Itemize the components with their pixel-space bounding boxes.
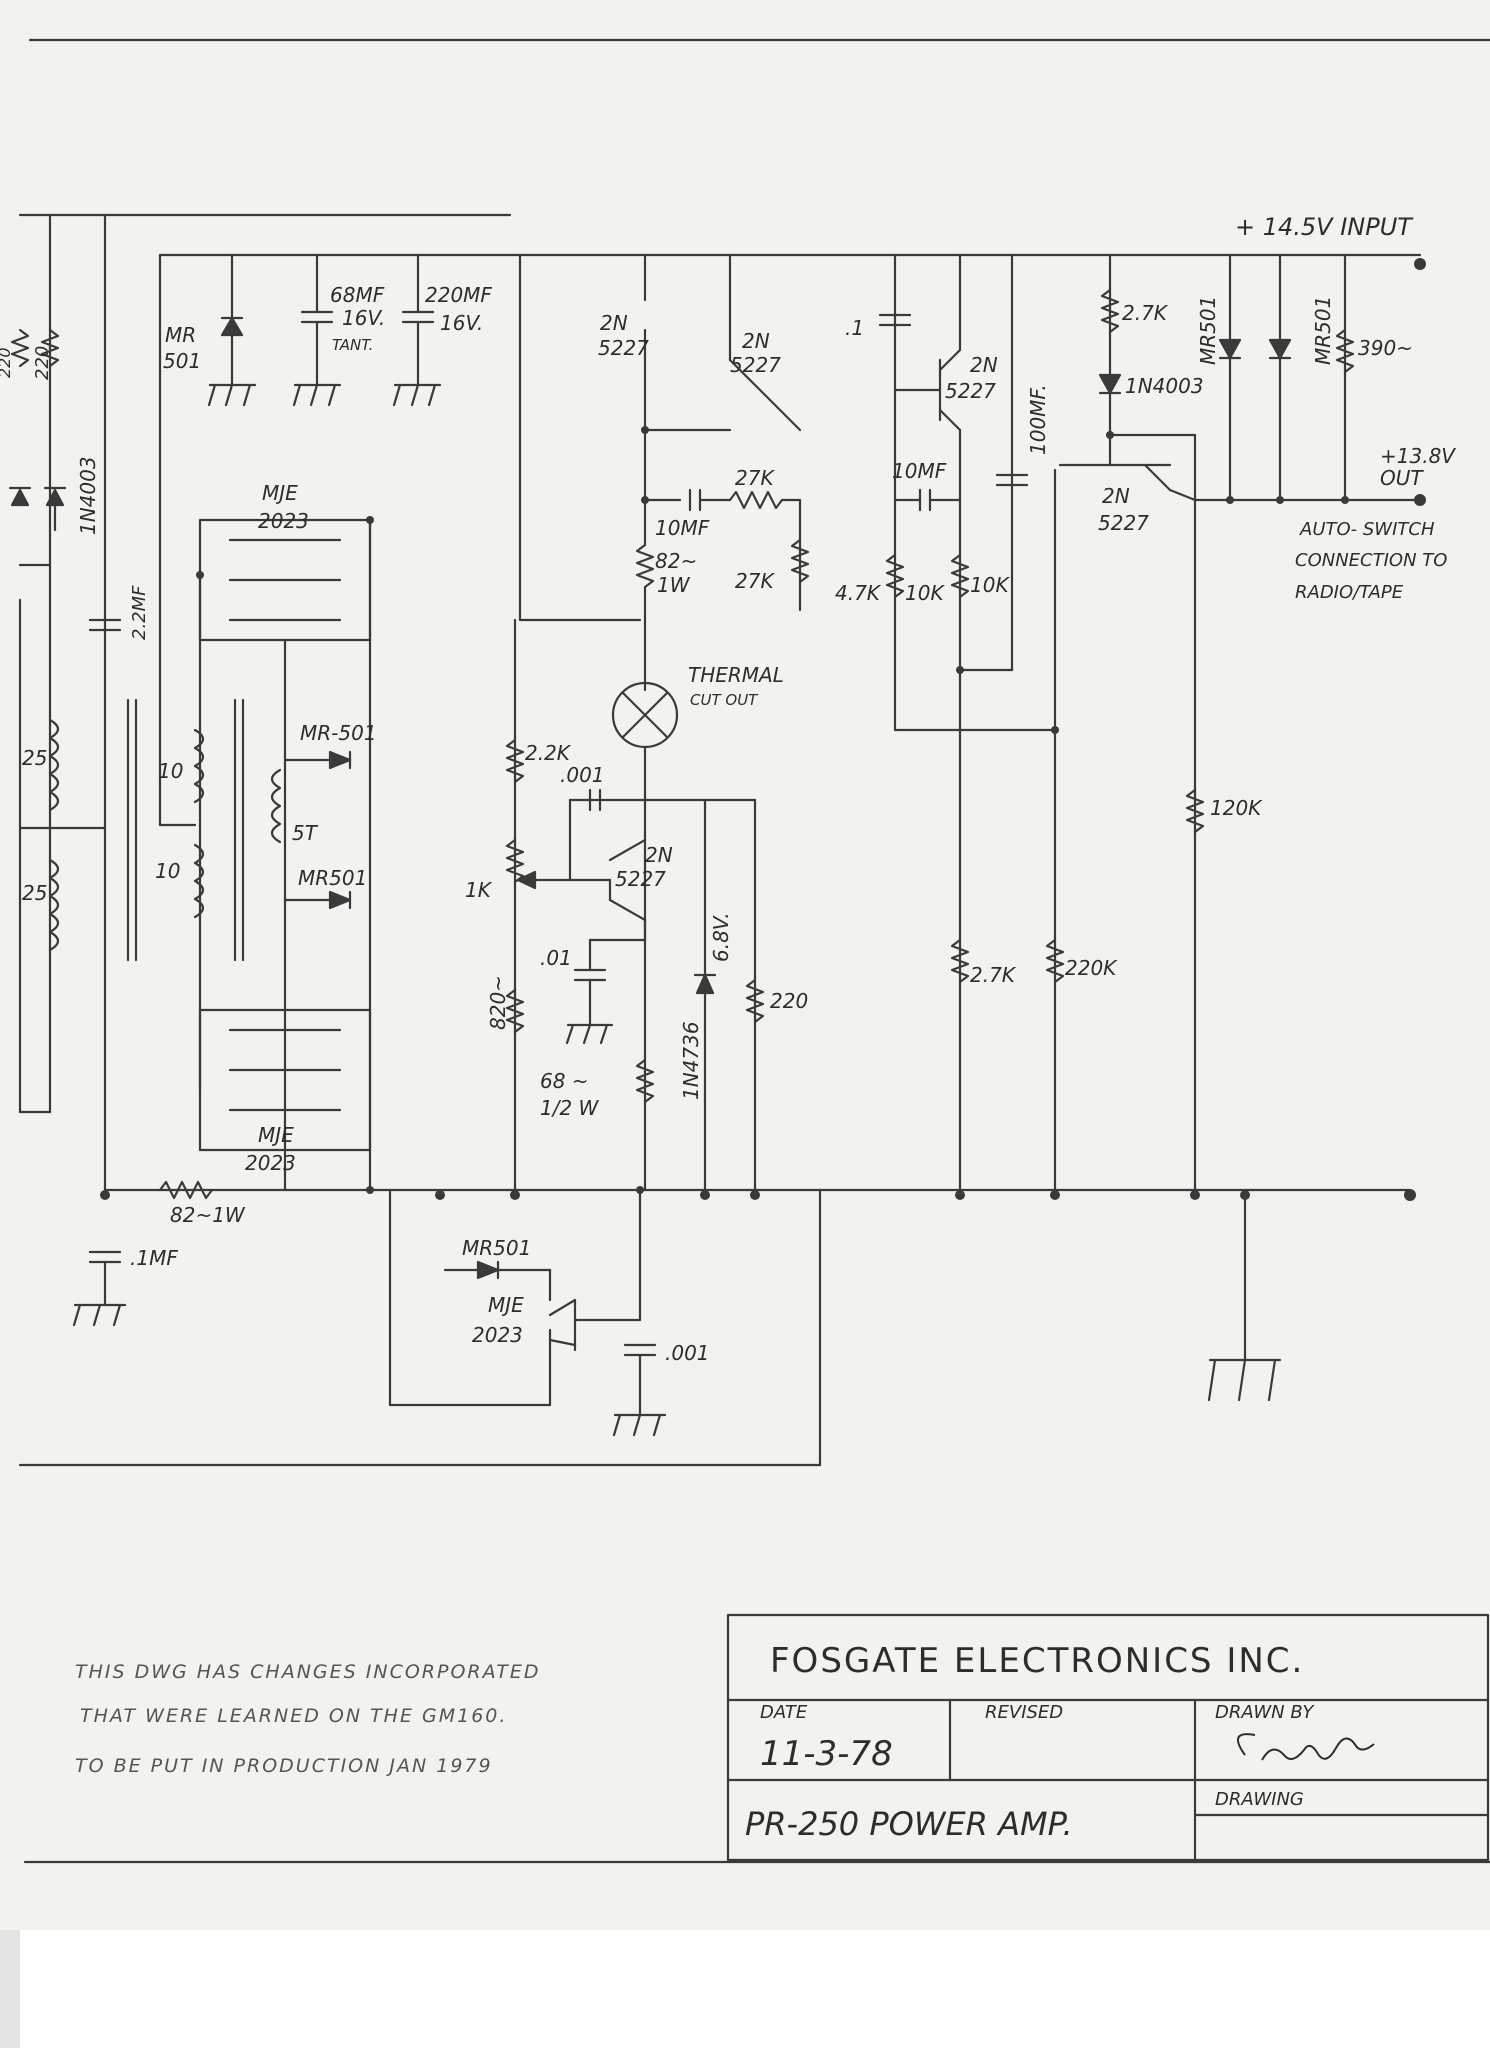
date-value: 11-3-78 bbox=[760, 1734, 893, 1774]
revised-label: REVISED bbox=[985, 1702, 1063, 1723]
label-c001-bot: .001 bbox=[665, 1341, 710, 1365]
label-mje-top-b: 2023 bbox=[258, 509, 309, 533]
label-z68v: 6.8V. bbox=[709, 912, 733, 962]
label-r82-a: 82~ bbox=[655, 549, 697, 573]
label-c001-top: .001 bbox=[560, 763, 605, 787]
label-mje-bot-a: MJE bbox=[258, 1123, 294, 1147]
label-mr501-r1: MR501 bbox=[1196, 296, 1220, 365]
label-q1-b: 5227 bbox=[598, 336, 649, 360]
label-q2-b: 5227 bbox=[730, 353, 781, 377]
output-out-label: OUT bbox=[1380, 466, 1424, 490]
label-coil10-a: 10 bbox=[158, 759, 183, 783]
date-label: DATE bbox=[760, 1702, 808, 1723]
label-thermal-a: THERMAL bbox=[688, 663, 784, 687]
note-line-3: TO BE PUT IN PRODUCTION JAN 1979 bbox=[75, 1755, 493, 1777]
label-c220-b: 16V. bbox=[440, 311, 483, 335]
label-r220-mid: 220 bbox=[770, 989, 808, 1013]
label-c220-a: 220MF bbox=[425, 283, 492, 307]
label-q5-b: 5227 bbox=[1098, 511, 1149, 535]
label-mr501-left-b: 501 bbox=[163, 349, 201, 373]
note-line-2: THAT WERE LEARNED ON THE GM160. bbox=[80, 1705, 507, 1727]
company-name: FOSGATE ELECTRONICS INC. bbox=[770, 1641, 1304, 1681]
label-coil25-a: 25 bbox=[22, 746, 47, 770]
label-c-point1: .1 bbox=[845, 316, 864, 340]
label-mje-top-a: MJE bbox=[262, 481, 298, 505]
label-r10k-b: 10K bbox=[970, 573, 1010, 597]
label-r68-b: 1/2 W bbox=[540, 1096, 600, 1120]
label-mje-bot-b: 2023 bbox=[245, 1151, 296, 1175]
label-q3-a: 2N bbox=[645, 843, 673, 867]
label-c68-a: 68MF bbox=[330, 283, 385, 307]
label-mr501-mid-a: MR-501 bbox=[300, 721, 377, 745]
label-mr501-left-a: MR bbox=[165, 323, 196, 347]
label-r27k-low: 2.7K bbox=[970, 963, 1017, 987]
label-c01: .01 bbox=[540, 946, 572, 970]
label-r120k: 120K bbox=[1210, 796, 1263, 820]
drawn-by-label: DRAWN BY bbox=[1215, 1702, 1315, 1723]
label-coil5t: 5T bbox=[292, 821, 319, 845]
label-q4-b: 5227 bbox=[945, 379, 996, 403]
drawn-by-signature bbox=[1236, 1733, 1375, 1761]
label-q4-a: 2N bbox=[970, 353, 998, 377]
label-q2-a: 2N bbox=[742, 329, 770, 353]
output-voltage-label: +13.8V bbox=[1380, 444, 1456, 468]
label-r220-left-b: 220 bbox=[32, 346, 53, 380]
note-line-1: THIS DWG HAS CHANGES INCORPORATED bbox=[75, 1661, 540, 1683]
label-c68-c: TANT. bbox=[332, 336, 373, 354]
label-r68-a: 68 ~ bbox=[540, 1069, 589, 1093]
label-r82-b: 1W bbox=[657, 573, 691, 597]
label-r47k: 4.7K bbox=[835, 581, 882, 605]
label-1n4003-left: 1N4003 bbox=[76, 456, 100, 535]
label-c10mf-b: 10MF bbox=[892, 459, 947, 483]
label-r22k: 2.2K bbox=[525, 741, 572, 765]
label-c01mf: .1MF bbox=[130, 1246, 178, 1270]
label-d1n4003-reg: 1N4003 bbox=[1125, 374, 1204, 398]
label-q5-a: 2N bbox=[1102, 484, 1130, 508]
auto-switch-label-1: AUTO- SWITCH bbox=[1299, 519, 1435, 540]
label-mr501-r2: MR501 bbox=[1311, 296, 1335, 365]
label-coil10-b: 10 bbox=[155, 859, 180, 883]
label-r27k-b: 27K bbox=[735, 569, 775, 593]
label-c22: 2.2MF bbox=[129, 585, 150, 640]
label-pot1k: 1K bbox=[465, 878, 493, 902]
drawing-title: PR-250 POWER AMP. bbox=[745, 1805, 1073, 1843]
label-r220k: 220K bbox=[1065, 956, 1118, 980]
label-r820: 820~ bbox=[486, 975, 510, 1030]
label-r10k-a: 10K bbox=[905, 581, 945, 605]
label-r82-1w-bottom: 82~1W bbox=[170, 1203, 246, 1227]
label-r27k-reg: 2.7K bbox=[1122, 301, 1169, 325]
label-q1-a: 2N bbox=[600, 311, 628, 335]
auto-switch-label-2: CONNECTION TO bbox=[1295, 550, 1447, 571]
label-thermal-b: CUT OUT bbox=[690, 691, 759, 709]
label-r390: 390~ bbox=[1358, 336, 1413, 360]
label-c68-b: 16V. bbox=[342, 306, 385, 330]
label-mr501-bot: MR501 bbox=[462, 1236, 531, 1260]
auto-switch-label-3: RADIO/TAPE bbox=[1295, 582, 1404, 603]
label-mr501-mid-b: MR501 bbox=[298, 866, 367, 890]
input-voltage-label: + 14.5V INPUT bbox=[1235, 213, 1414, 241]
label-r27k-a: 27K bbox=[735, 466, 775, 490]
label-z1n4736: 1N4736 bbox=[679, 1021, 703, 1100]
label-r220-left-a: 220 bbox=[0, 347, 14, 378]
label-mje-low-b: 2023 bbox=[472, 1323, 523, 1347]
label-c100mf: 100MF. bbox=[1026, 384, 1050, 455]
drawing-label: DRAWING bbox=[1215, 1789, 1304, 1810]
label-coil25-b: 25 bbox=[22, 881, 47, 905]
label-c10mf-a: 10MF bbox=[655, 516, 710, 540]
label-q3-b: 5227 bbox=[615, 867, 666, 891]
label-mje-low-a: MJE bbox=[488, 1293, 524, 1317]
